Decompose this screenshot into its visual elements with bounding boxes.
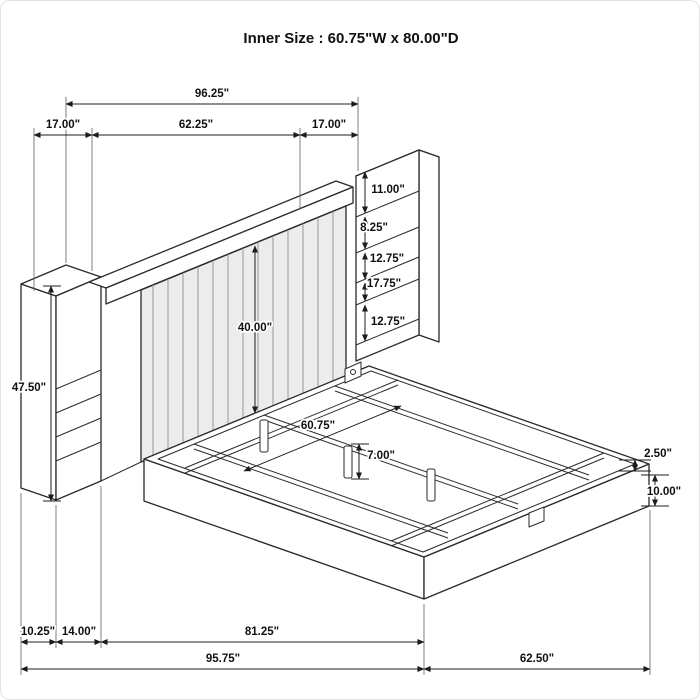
dim-label-overall-depth: 95.75" xyxy=(206,653,240,665)
dim-shelf-opening-3: 12.75" xyxy=(362,251,406,280)
dim-label-inner-width: 60.75" xyxy=(301,420,335,432)
page-title: Inner Size : 60.75"W x 80.00"D xyxy=(243,30,458,47)
dim-label-left-pier-width: 17.00" xyxy=(46,119,80,131)
dim-overall-width: 96.25" xyxy=(65,86,359,107)
dim-label-headboard-width: 62.25" xyxy=(179,119,213,131)
dim-label-panel-height: 40.00" xyxy=(238,322,272,334)
headboard-bracket xyxy=(344,361,362,384)
dim-shelf-opening-5: 12.75" xyxy=(362,304,407,342)
dim-shelf-opening-2: 8.25" xyxy=(358,216,390,250)
dim-shelf-opening-4: 17.75" xyxy=(362,276,403,302)
dim-label-shelf-opening-2: 8.25" xyxy=(360,222,388,234)
dim-headboard-width: 62.25" xyxy=(91,117,301,138)
dim-overall-depth: 95.75" xyxy=(20,651,425,672)
dim-frame-depth: 81.25" xyxy=(100,624,425,645)
dim-panel-height: 40.00" xyxy=(236,245,274,414)
extension-lines xyxy=(20,97,651,675)
dim-label-rail-height: 10.00" xyxy=(647,486,681,498)
dim-label-shelf-opening-4: 17.75" xyxy=(367,278,401,290)
headboard-top-shelf xyxy=(88,180,354,305)
dim-overall-height: 47.50" xyxy=(10,285,61,502)
dim-leg-height: 7.00" xyxy=(351,443,397,480)
dim-pier-side-depth: 10.25" xyxy=(19,624,57,645)
dim-label-pier-front-depth: 14.00" xyxy=(62,626,96,638)
dim-left-pier-width: 17.00" xyxy=(33,117,93,138)
dim-label-shelf-opening-5: 12.75" xyxy=(371,316,405,328)
dim-label-right-pier-width: 17.00" xyxy=(312,119,346,131)
dim-label-overall-height: 47.50" xyxy=(12,382,46,394)
tufting-channel-lines xyxy=(152,211,334,458)
dim-label-overall-width: 96.25" xyxy=(195,88,229,100)
dim-inner-width: 60.75" xyxy=(243,405,402,472)
dim-foot-width: 62.50" xyxy=(423,651,651,672)
dim-right-pier-width: 17.00" xyxy=(299,117,359,138)
pier-base-connector-line xyxy=(100,461,142,482)
right-pier xyxy=(355,149,440,362)
left-pier xyxy=(20,264,102,501)
dimension-annotations: 96.25" 17.00" 62.25" 17.00" 11.00" 8.25"… xyxy=(10,86,683,672)
footboard-center-support xyxy=(528,506,545,528)
bed-drawing xyxy=(20,149,650,600)
left-pier-shelf-lines xyxy=(55,369,102,462)
dim-label-shelf-opening-3: 12.75" xyxy=(370,253,404,265)
dim-shelf-opening-1: 11.00" xyxy=(362,171,407,214)
dim-label-leg-height: 7.00" xyxy=(367,450,395,462)
dim-label-shelf-opening-1: 11.00" xyxy=(371,184,405,196)
dim-label-pier-side-depth: 10.25" xyxy=(21,626,55,638)
dim-label-frame-depth: 81.25" xyxy=(245,626,279,638)
dim-rail-lip: 2.50" xyxy=(619,446,674,472)
dim-label-foot-width: 62.50" xyxy=(520,653,554,665)
dim-label-rail-lip: 2.50" xyxy=(644,448,672,460)
dim-pier-front-depth: 14.00" xyxy=(55,624,102,645)
dim-rail-height: 10.00" xyxy=(641,474,683,507)
